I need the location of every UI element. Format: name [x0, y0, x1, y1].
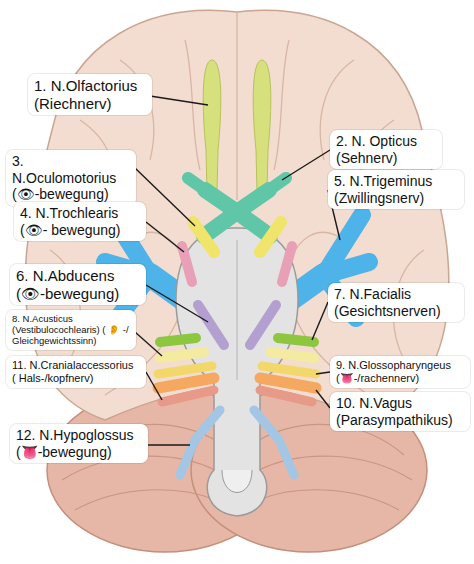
leader-lines — [135, 96, 340, 445]
nerve-label: 2. N. Opticus (Sehnerv) — [336, 133, 436, 166]
medulla-bulb — [222, 470, 252, 493]
nerve-label: 10. N.Vagus (Parasympathikus) — [336, 395, 464, 428]
nerve-label: 11. N.Cranialaccessorius ( Hals-/kopfner… — [12, 359, 140, 385]
nerve-label-box: 8. N.Acusticus (Vestibulocochlearis) ( 👂… — [6, 310, 136, 350]
nerve-label-box: 6. N.Abducens (👁-bewegung) — [10, 264, 146, 305]
nerve-label-box: 4. N.Trochlearis (👁- bewegung) — [14, 202, 146, 241]
nerve-label-box: 1. N.Olfactorius (Riechnerv) — [28, 74, 152, 115]
olfactory-nerve — [253, 60, 271, 192]
nerve-label-box: 3. N.Oculomotorius (👁-bewegung) — [6, 150, 136, 206]
nerve-label: 3. N.Oculomotorius (👁-bewegung) — [12, 153, 130, 203]
nerve-label-box: 5. N.Trigeminus (Zwillingsnerv) — [328, 170, 464, 209]
nerve-label-box: 10. N.Vagus (Parasympathikus) — [330, 392, 470, 431]
nerve-label: 1. N.Olfactorius (Riechnerv) — [34, 77, 146, 112]
nerve-label-box: 2. N. Opticus (Sehnerv) — [330, 130, 442, 169]
nerve-label: 12. N.Hypoglossus (👅-bewegung) — [16, 427, 142, 460]
nerve-label: 4. N.Trochlearis (👁- bewegung) — [20, 205, 140, 238]
nerve-label: 8. N.Acusticus (Vestibulocochlearis) ( 👂… — [12, 313, 130, 347]
nerve-label-box: 12. N.Hypoglossus (👅-bewegung) — [10, 424, 148, 463]
nerve-label: 9. N.Glossopharyngeus (👅-/rachennerv) — [336, 359, 464, 385]
olfactory-nerve — [203, 60, 221, 192]
midline — [237, 240, 238, 380]
nerve-label-box: 11. N.Cranialaccessorius ( Hals-/kopfner… — [6, 356, 146, 388]
nerve-label-box: 7. N.Facialis (Gesichtsnerven) — [328, 283, 464, 322]
cranial-nerves — [158, 222, 316, 475]
nerve-label: 5. N.Trigeminus (Zwillingsnerv) — [334, 173, 458, 206]
nerve-label: 7. N.Facialis (Gesichtsnerven) — [334, 286, 458, 319]
nerve-label: 6. N.Abducens (👁-bewegung) — [16, 267, 140, 302]
nerve-label-box: 9. N.Glossopharyngeus (👅-/rachennerv) — [330, 356, 470, 388]
